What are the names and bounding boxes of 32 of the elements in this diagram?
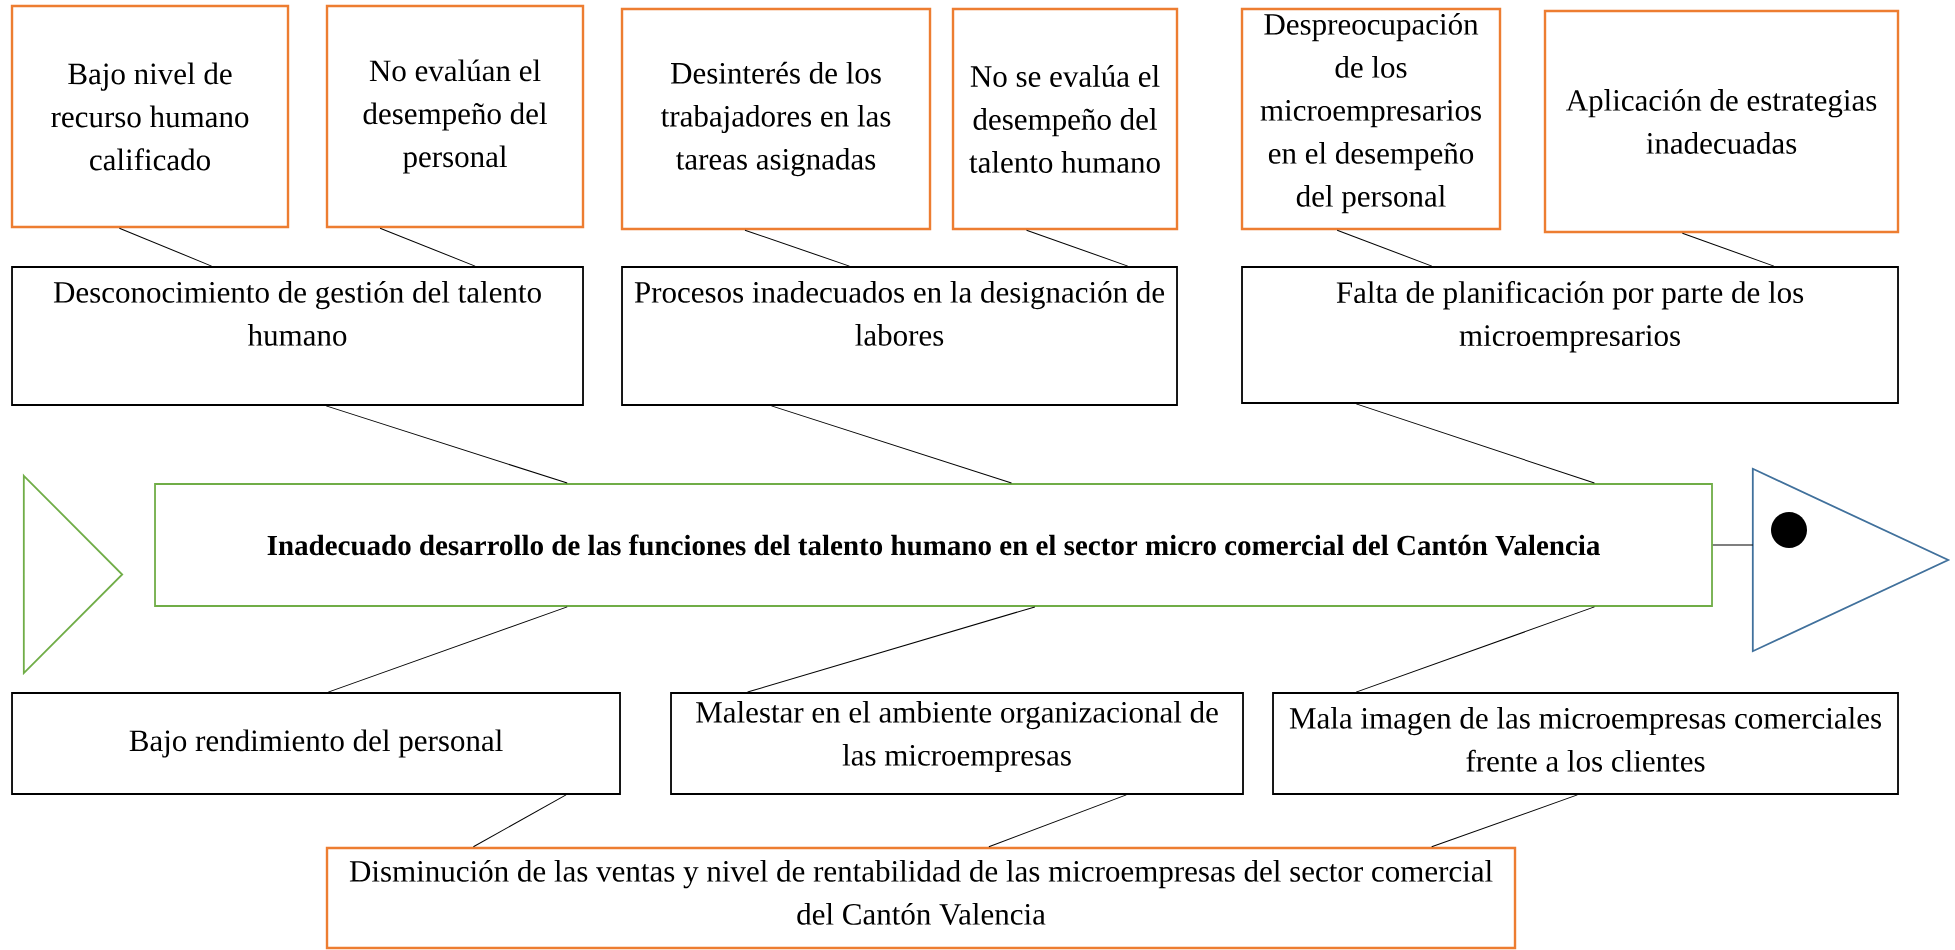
connector-line	[327, 606, 568, 693]
connector-line	[770, 405, 1012, 484]
effect-box: Bajo rendimiento del personal	[11, 692, 621, 795]
connector-line	[744, 229, 850, 267]
cause-box: Despreocupación de los microempresarios en el desempeño del personal	[1240, 7, 1502, 231]
final-effect-box: Disminución de las ventas y nivel de rentabilidad de las microempresas del sector comercial del Cantón Valencia	[325, 846, 1517, 950]
cause-box: No evalúan el desempeño del personal	[325, 4, 585, 229]
connector-line	[1336, 229, 1433, 267]
problem-box: Inadecuado desarrollo de las funciones del talento humano en el sector micro comercial del Cantón Valencia	[154, 483, 1713, 607]
connector-line	[379, 227, 476, 267]
dot	[1771, 512, 1807, 548]
connector-line	[1026, 229, 1129, 267]
effect-box: Malestar en el ambiente organizacional de las microempresas	[670, 692, 1244, 795]
cause-box: Aplicación de estrategias inadecuadas	[1543, 9, 1900, 234]
cause-box: Desinterés de los trabajadores en las tareas asignadas	[620, 7, 932, 231]
main-cause-box: Procesos inadecuados en la designación de labores	[621, 266, 1178, 406]
main-cause-box: Desconocimiento de gestión del talento humano	[11, 266, 584, 406]
connector-line	[1431, 794, 1578, 848]
connector-line	[1712, 544, 1754, 546]
cause-box: No se evalúa el desempeño del talento humano	[951, 7, 1179, 231]
connector-line	[325, 405, 568, 484]
connector-line	[1355, 403, 1595, 484]
effect-box: Mala imagen de las microempresas comerciales frente a los clientes	[1272, 692, 1899, 795]
cause-box: Bajo nivel de recurso humano calificado	[10, 4, 290, 229]
triangle-shape	[1751, 467, 1951, 653]
connector-line	[1681, 232, 1775, 267]
connector-line	[472, 794, 567, 848]
main-cause-box: Falta de planificación por parte de los microempresarios	[1241, 266, 1899, 404]
connector-line	[118, 227, 213, 267]
connector-line	[988, 794, 1127, 848]
connector-line	[747, 606, 1036, 693]
connector-line	[1355, 606, 1595, 693]
